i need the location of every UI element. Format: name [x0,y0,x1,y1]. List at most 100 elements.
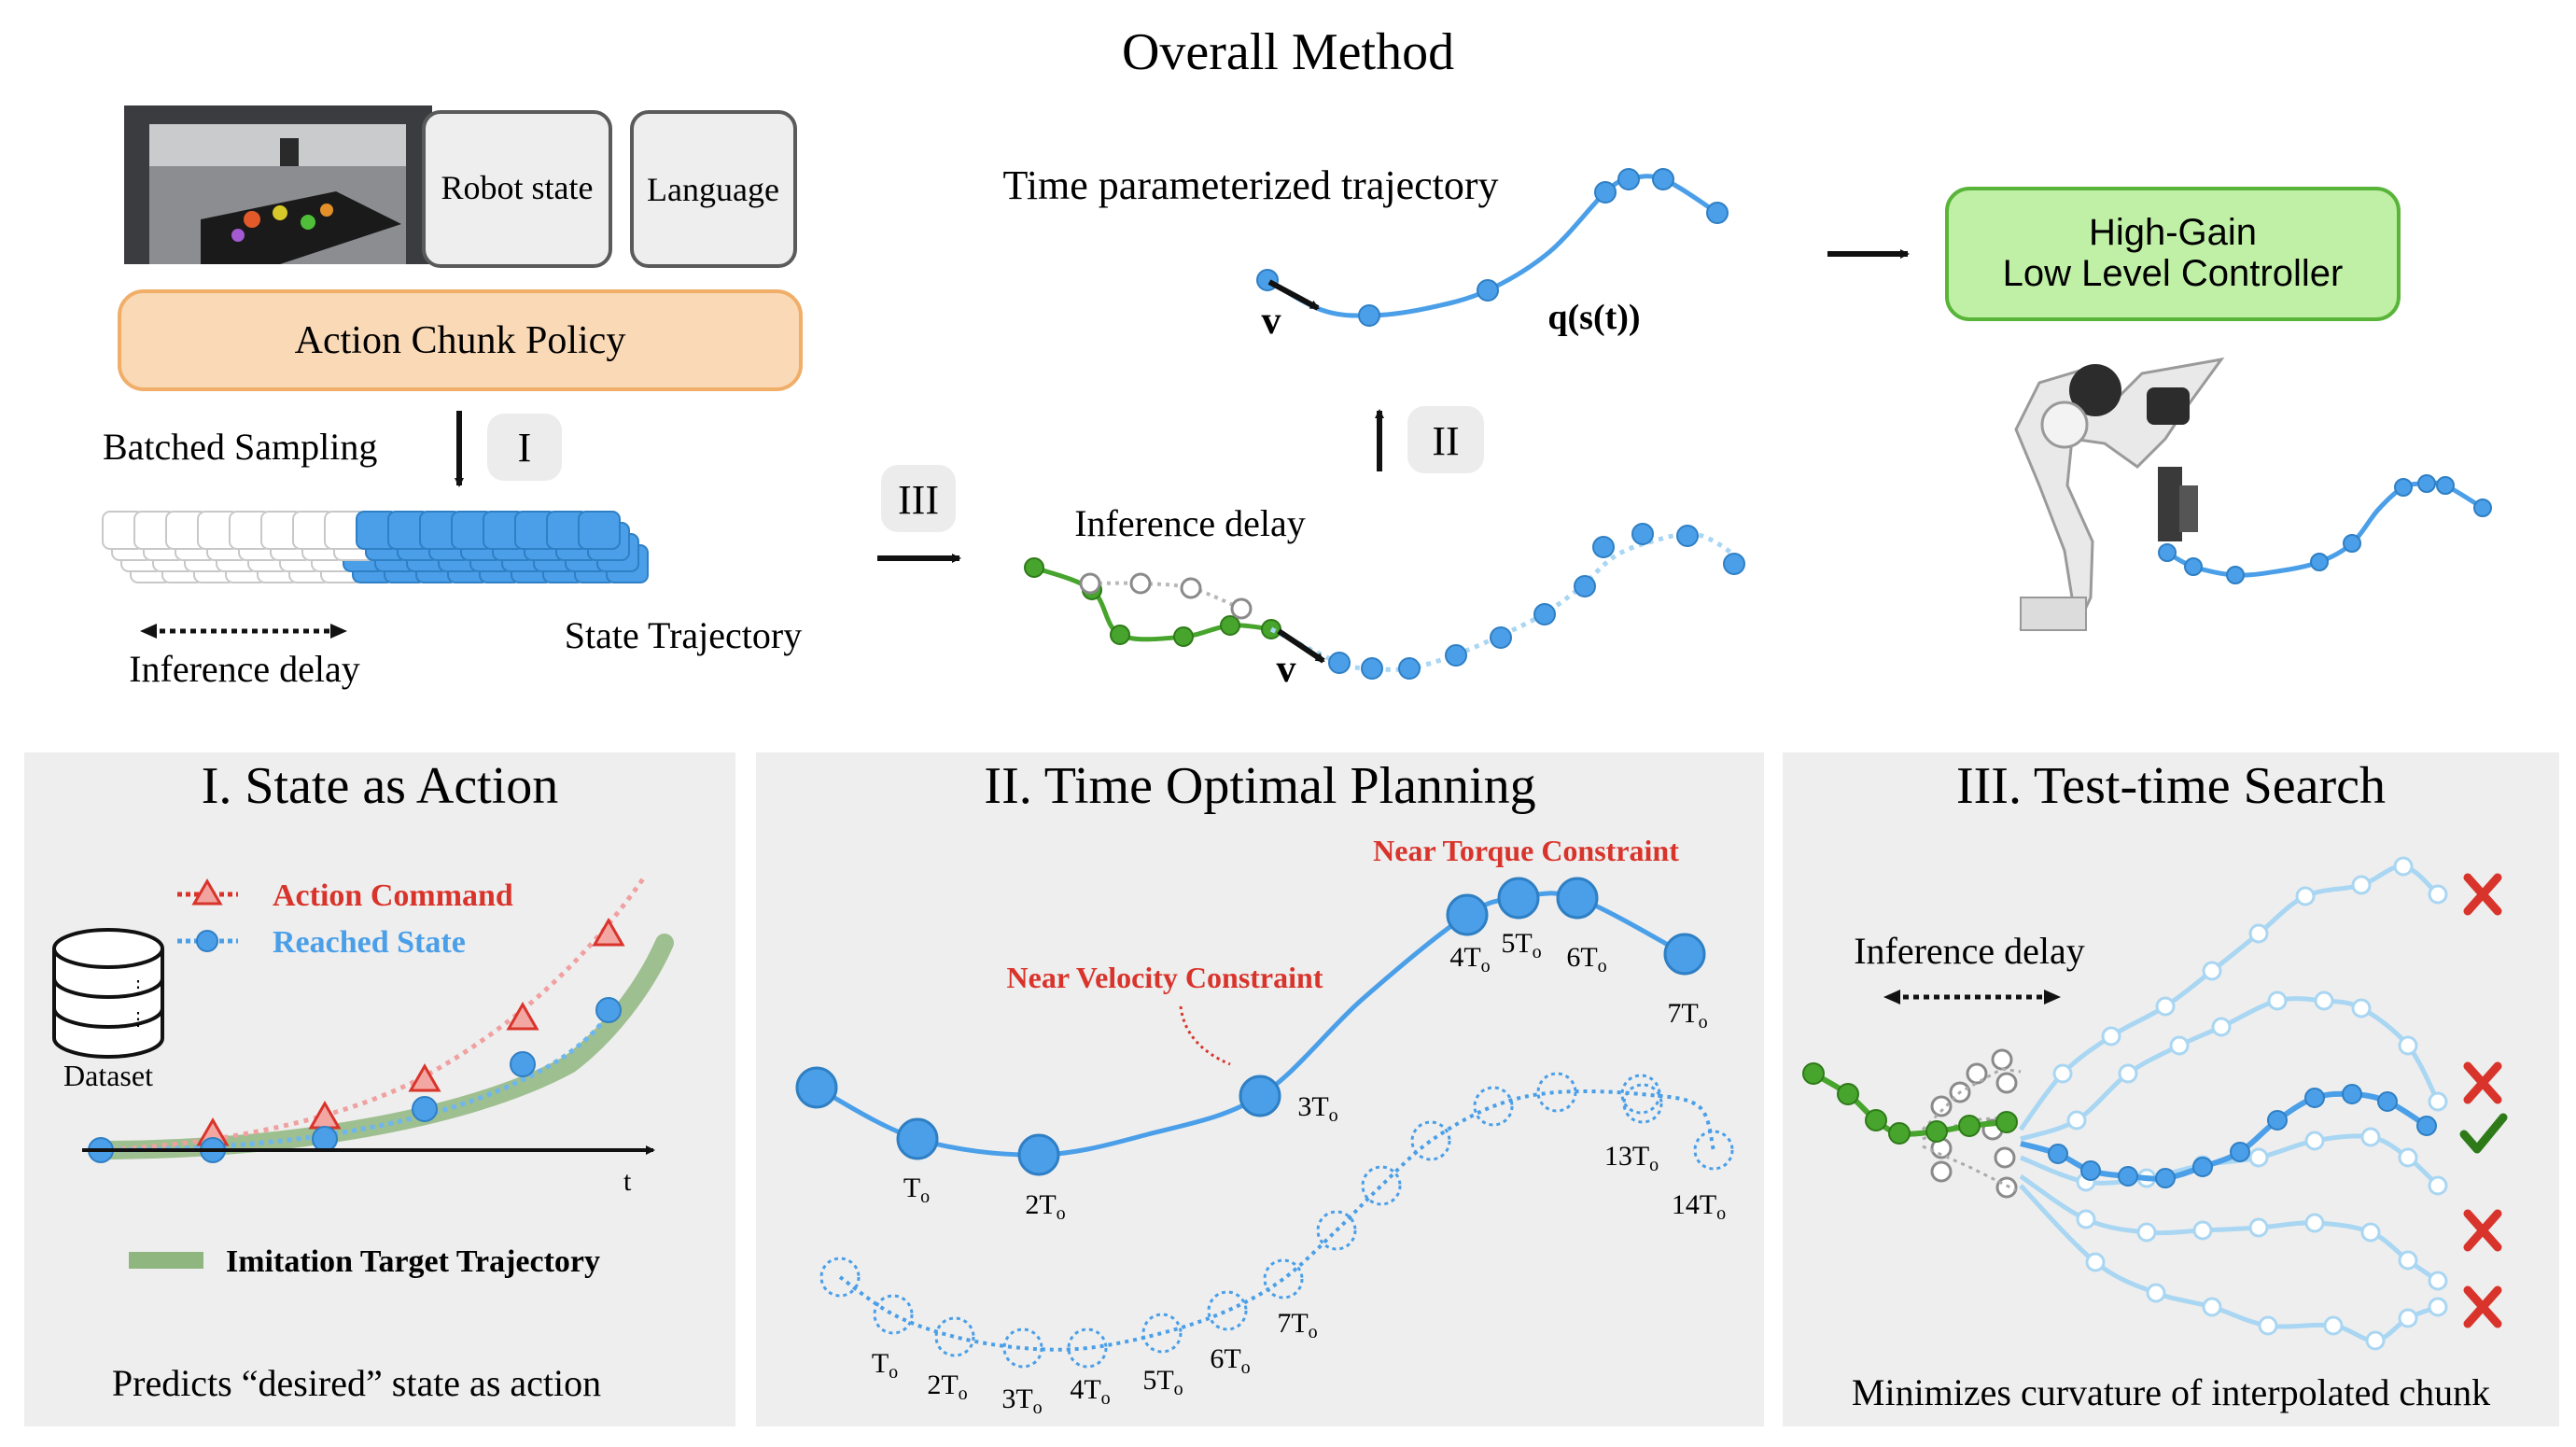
time-tick-label: 14To [1672,1189,1726,1224]
candidate-point [2052,1063,2073,1084]
time-tick-label: 3To [1297,1091,1337,1126]
selected-chunk-point [2192,1157,2213,1177]
selected-chunk-point [2080,1160,2101,1181]
new-chunk-point [1490,626,1512,649]
action-chunk-policy-box: Action Chunk Policy [118,289,803,391]
velocity-symbol-lower: v [1277,648,1296,691]
new-chunk-point [1676,525,1699,547]
reject-icon [2463,1061,2502,1104]
time-optimal-waypoint [1556,877,1599,920]
candidate-point [2428,1091,2448,1112]
velocity-symbol-upper: v [1262,300,1281,343]
candidate-chunk-path [2020,996,2441,1142]
slow-trajectory-waypoint [1002,1328,1043,1369]
panel1-caption: Predicts “desired” state as action [112,1362,601,1404]
reached-state-marker [510,1051,536,1077]
stale-chunk-path [1089,581,1242,611]
candidate-point [2398,1147,2418,1168]
candidate-point [2258,1315,2278,1336]
stale-point [1991,1048,2013,1071]
reject-icon [2463,873,2502,916]
step-three-badge: III [881,465,956,532]
time-tick-label: 4To [1449,942,1490,976]
candidate-point [2428,1297,2448,1317]
candidate-point [2192,1220,2213,1241]
new-chunk-point [1361,657,1383,680]
svg-text:II: II [1432,418,1459,464]
stale-point [1079,572,1101,595]
slow-trajectory-waypoint [1207,1290,1248,1331]
time-optimal-path [815,891,1687,1158]
step-one-badge: I [487,414,562,481]
stale-point [1180,577,1202,599]
trajectory-waypoint [1652,168,1674,190]
candidate-point [2155,996,2176,1017]
selected-chunk-point [2155,1168,2176,1188]
slow-trajectory-waypoint [1316,1210,1357,1251]
robot-waypoint [2226,566,2245,584]
stale-point [1930,1095,1953,1117]
sampled-state-trajectory-stack [102,511,649,583]
robot-waypoint [2473,499,2492,517]
new-chunk-point [1574,575,1596,597]
new-chunk-point [1723,553,1745,575]
slow-trajectory-waypoint [819,1257,861,1298]
time-tick-label: 5To [1501,928,1541,962]
selected-chunk-point [2377,1091,2398,1112]
reached-state-legend-marker [196,930,218,952]
candidate-point [2085,1252,2106,1272]
reject-icon [2463,1209,2502,1252]
velocity-arrow [1277,628,1325,664]
stale-point [1966,1062,1988,1085]
inference-delay-mid-label: Inference delay [1074,502,1306,544]
time-optimal-waypoint [1239,1075,1281,1117]
candidate-point [2295,886,2316,906]
slow-trajectory-waypoint [1361,1165,1402,1206]
time-tick-label: To [903,1173,930,1207]
reached-state-marker [412,1096,438,1122]
candidate-point [2351,875,2372,895]
reject-icon [2463,1285,2502,1328]
robot-waypoint [2310,553,2329,571]
time-tick-label: 7To [1667,998,1707,1033]
time-optimal-waypoint [896,1117,939,1160]
q-s-t-label: q(s(t)) [1547,298,1640,337]
robot-state-label: Robot state [441,169,594,206]
executed-point [1110,625,1130,645]
candidate-point [2360,1222,2381,1243]
panel1-title: I. State as Action [202,757,559,815]
panel-test-time-search [1783,752,2559,1426]
candidate-point [2314,990,2334,1011]
executed-point [1888,1122,1911,1145]
svg-text:I: I [518,425,532,471]
candidate-point [2202,1297,2222,1317]
chunk-cell [578,511,621,550]
candidate-point [2248,1147,2269,1168]
svg-text:III: III [898,477,939,523]
stale-point [1994,1146,2016,1169]
imitation-target-label: Imitation Target Trajectory [226,1244,600,1279]
state-trajectory-label: State Trajectory [565,614,802,656]
action-command-legend-marker [191,878,223,906]
reached-state-marker [595,997,622,1023]
velocity-arrow [1267,279,1320,311]
trajectory-waypoint [1594,181,1617,204]
time-parameterized-trajectory [1256,168,1729,327]
time-optimal-waypoint [1663,933,1706,976]
language-box: Language [630,110,797,268]
time-tick-label: 3To [1001,1384,1042,1418]
selected-chunk-point [2416,1116,2437,1136]
legend-action-command: Action Command [273,878,513,913]
candidate-point [2066,1110,2087,1131]
new-chunk-point [1592,536,1615,558]
candidate-point [2323,1315,2344,1336]
svg-text:⋮: ⋮ [129,1009,147,1030]
slow-trajectory-waypoint [1473,1086,1514,1127]
candidate-point [2304,1213,2325,1233]
slow-trajectory-waypoint [1622,1083,1663,1124]
time-tick-label: 5To [1142,1365,1183,1399]
slow-trajectory-waypoint [934,1316,975,1357]
dataset-label: Dataset [63,1059,153,1092]
new-chunk-point [1398,657,1421,680]
new-chunk-point [1445,644,1467,667]
